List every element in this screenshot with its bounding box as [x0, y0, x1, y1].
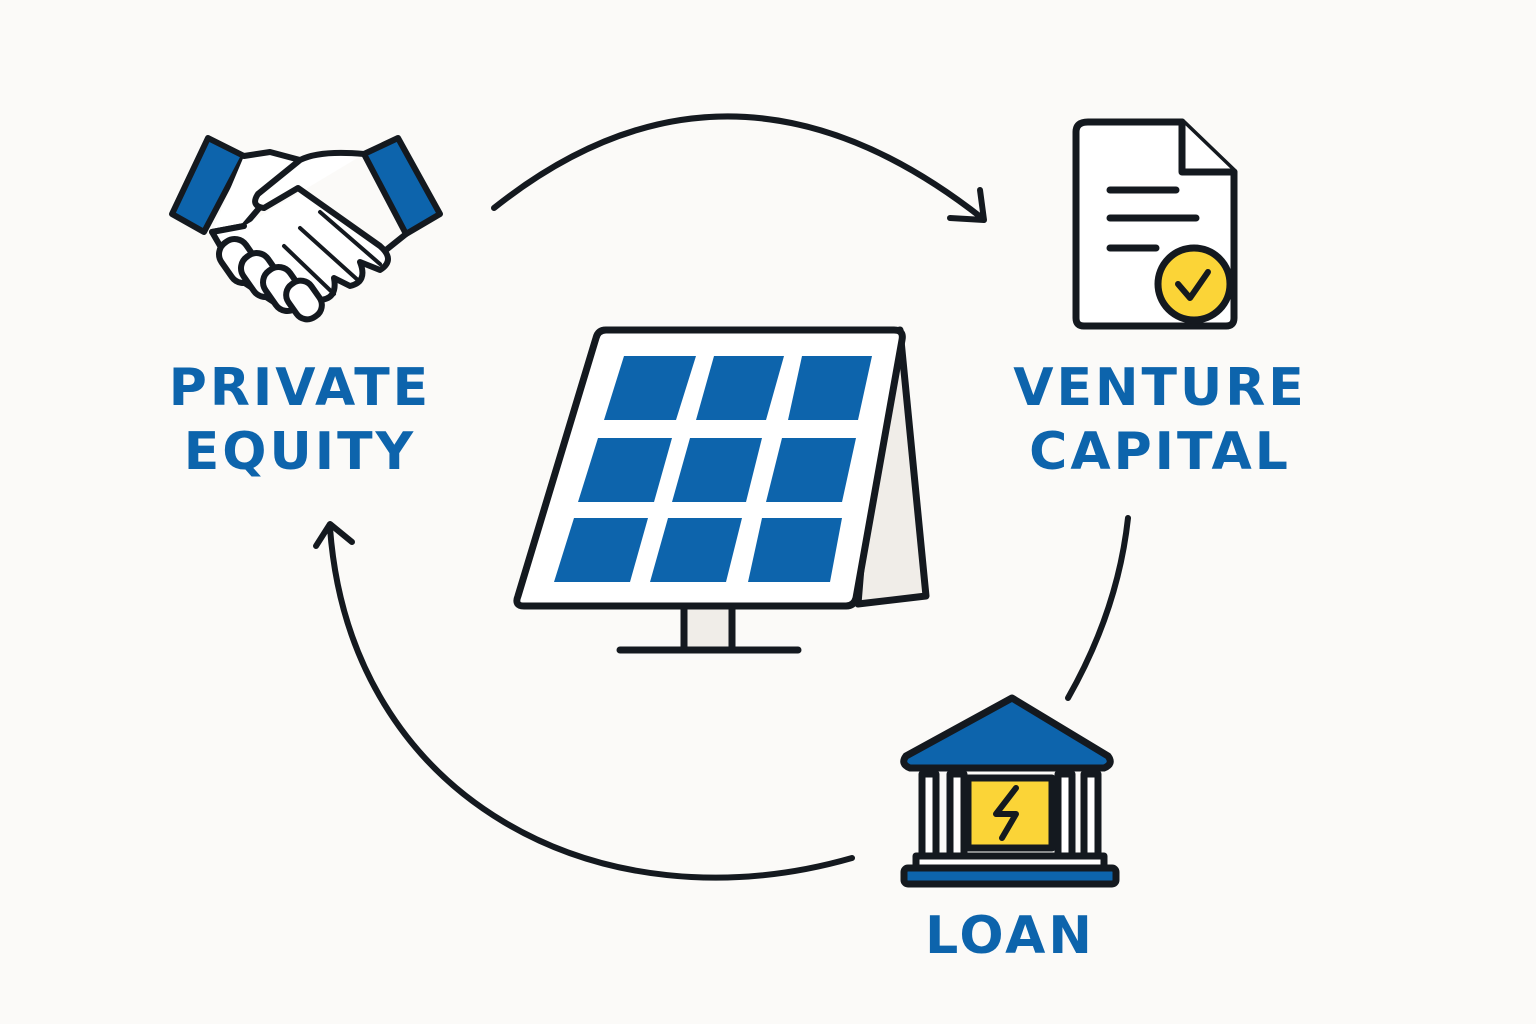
- solar-cell: [696, 356, 784, 420]
- solar-cell: [604, 356, 696, 420]
- arrow-vc-to-loan: [1065, 515, 1131, 701]
- venture-capital-label-line1: VENTURE: [1013, 358, 1307, 418]
- check-seal-icon: [1154, 244, 1234, 324]
- venture-capital-label-line2: CAPITAL: [1029, 422, 1291, 482]
- arrow-pe-to-vc-head: [947, 187, 987, 223]
- handshake-icon: [169, 135, 443, 323]
- loan-label: LOAN: [900, 904, 1120, 968]
- solar-cell: [788, 356, 872, 420]
- private-equity-label-line2: EQUITY: [183, 422, 417, 482]
- solar-cell: [650, 518, 742, 582]
- solar-panel-cells: [554, 356, 872, 582]
- arrow-pe-to-vc: [491, 113, 985, 221]
- loan-label-text: LOAN: [925, 906, 1095, 966]
- venture-capital-label: VENTURE CAPITAL: [1000, 356, 1320, 484]
- arrow-loan-to-pe-head: [313, 521, 355, 549]
- solar-cell: [578, 438, 672, 502]
- solar-cell: [554, 518, 648, 582]
- solar-cell: [672, 438, 762, 502]
- solar-cell: [766, 438, 856, 502]
- private-equity-label-line1: PRIVATE: [168, 358, 432, 418]
- lightning-icon: [993, 785, 1019, 841]
- private-equity-label: PRIVATE EQUITY: [150, 356, 450, 484]
- solar-cell: [748, 518, 842, 582]
- bank-icon: [900, 694, 1120, 888]
- arrow-loan-to-pe: [327, 525, 855, 881]
